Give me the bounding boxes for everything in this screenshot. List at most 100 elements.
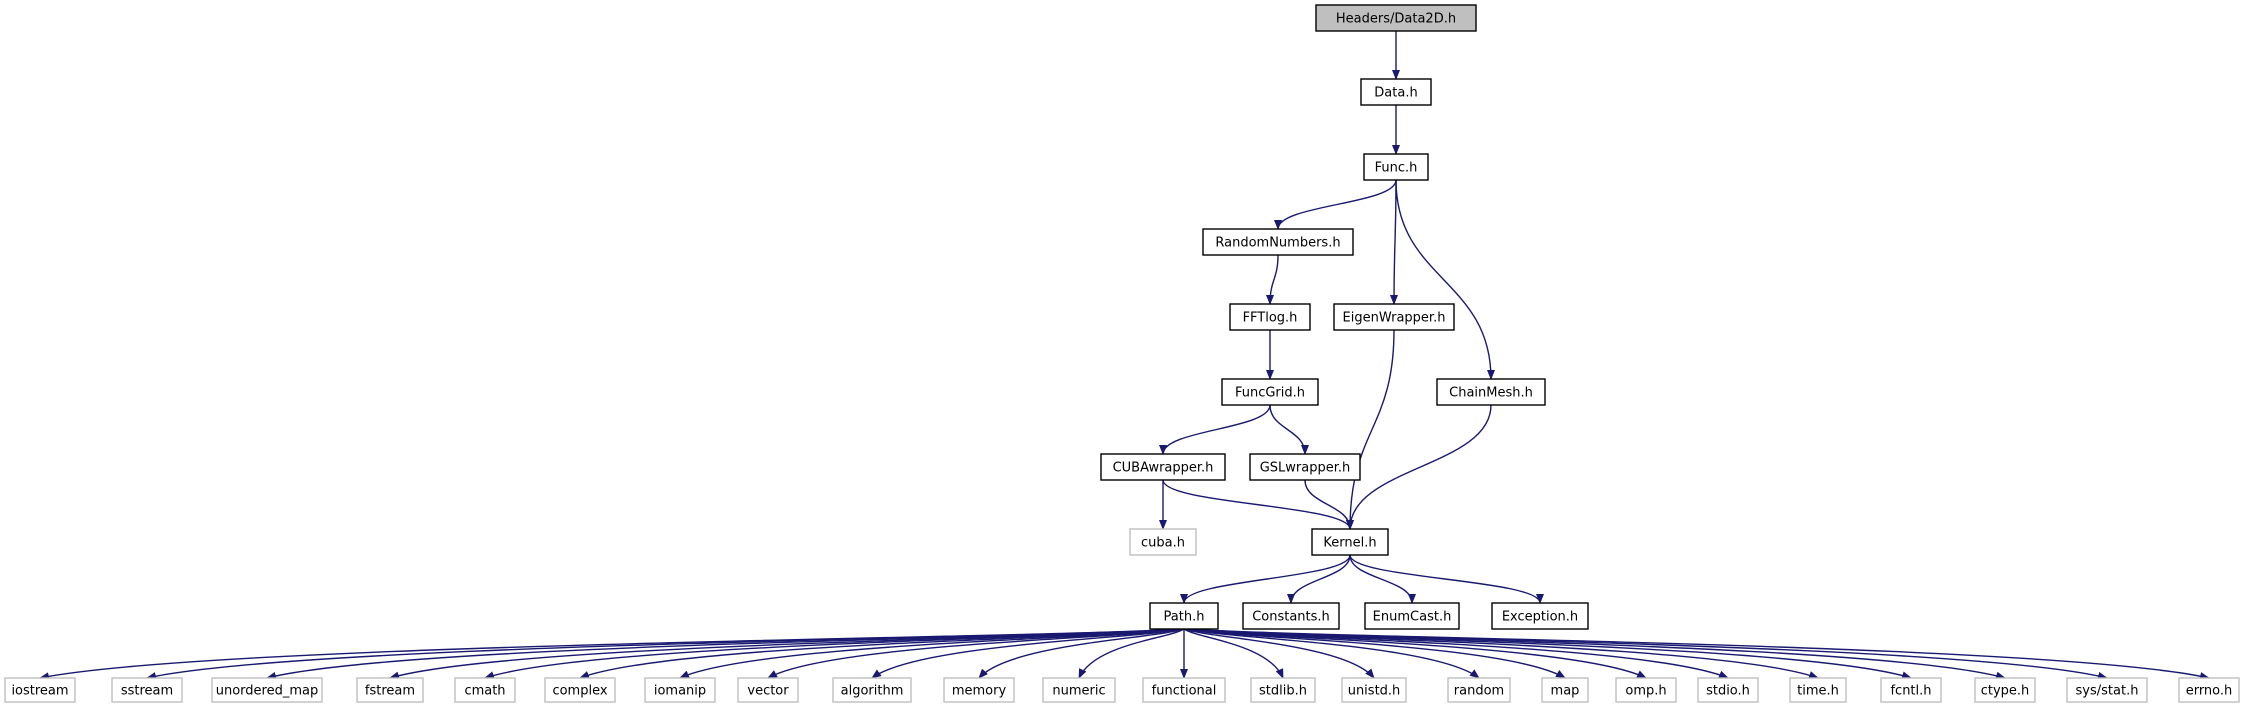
node-omp: omp.h bbox=[1615, 677, 1677, 703]
node-data2d[interactable]: Headers/Data2D.h bbox=[1315, 4, 1477, 32]
node-box-func bbox=[1363, 153, 1429, 181]
node-label-funcgrid: FuncGrid.h bbox=[1235, 386, 1305, 401]
node-box-gslwrapper bbox=[1249, 453, 1361, 481]
node-kernel[interactable]: Kernel.h bbox=[1311, 528, 1389, 556]
node-time: time.h bbox=[1789, 677, 1847, 703]
node-label-func: Func.h bbox=[1375, 161, 1418, 176]
node-cubawrapper[interactable]: CUBAwrapper.h bbox=[1100, 453, 1226, 481]
node-box-constants bbox=[1242, 602, 1340, 630]
node-iomanip: iomanip bbox=[644, 677, 716, 703]
node-box-numeric bbox=[1042, 677, 1116, 703]
node-iostream: iostream bbox=[4, 677, 76, 703]
edge-path-to-numeric bbox=[1078, 628, 1185, 679]
node-label-errno: errno.h bbox=[2186, 684, 2233, 699]
edge-funcgrid-to-cubawrapper bbox=[1159, 404, 1271, 455]
edge-func-to-randomnumbers bbox=[1274, 179, 1397, 230]
node-label-random: random bbox=[1454, 684, 1504, 699]
node-box-random bbox=[1447, 677, 1511, 703]
edge-kernel-to-constants bbox=[1287, 554, 1351, 604]
node-label-time: time.h bbox=[1797, 684, 1839, 699]
edge-func-to-eigenwrapper bbox=[1390, 179, 1399, 305]
node-gslwrapper[interactable]: GSLwrapper.h bbox=[1249, 453, 1361, 481]
node-functional: functional bbox=[1142, 677, 1226, 703]
node-random: random bbox=[1447, 677, 1511, 703]
node-label-algorithm: algorithm bbox=[841, 684, 904, 699]
node-unordered_map: unordered_map bbox=[211, 677, 323, 703]
node-unistd: unistd.h bbox=[1341, 677, 1407, 703]
node-box-complex bbox=[544, 677, 616, 703]
edge-kernel-to-path bbox=[1180, 554, 1351, 604]
node-exception[interactable]: Exception.h bbox=[1491, 602, 1589, 630]
edge-kernel-to-enumcast bbox=[1349, 554, 1416, 604]
node-label-gslwrapper: GSLwrapper.h bbox=[1260, 461, 1351, 476]
nodes-layer: Headers/Data2D.hData.hFunc.hRandomNumber… bbox=[4, 4, 2240, 703]
node-box-randomnumbers bbox=[1202, 228, 1354, 256]
node-label-sstream: sstream bbox=[121, 684, 173, 699]
node-box-funcgrid bbox=[1221, 378, 1319, 406]
node-algorithm: algorithm bbox=[832, 677, 912, 703]
node-box-unordered_map bbox=[211, 677, 323, 703]
node-box-unistd bbox=[1341, 677, 1407, 703]
edge-kernel-to-exception bbox=[1349, 554, 1544, 604]
node-label-vector: vector bbox=[747, 684, 789, 699]
edge-path-to-vector bbox=[767, 628, 1185, 679]
edge-cubawrapper-to-kernel bbox=[1162, 479, 1354, 530]
node-box-eigenwrapper bbox=[1333, 303, 1455, 331]
node-label-sysstat: sys/stat.h bbox=[2076, 684, 2139, 699]
node-box-time bbox=[1789, 677, 1847, 703]
node-box-chainmesh bbox=[1436, 378, 1546, 406]
node-label-unistd: unistd.h bbox=[1348, 684, 1401, 699]
node-label-numeric: numeric bbox=[1052, 684, 1105, 699]
node-box-stdio bbox=[1697, 677, 1759, 703]
node-randomnumbers[interactable]: RandomNumbers.h bbox=[1202, 228, 1354, 256]
node-label-complex: complex bbox=[552, 684, 607, 699]
node-path[interactable]: Path.h bbox=[1149, 602, 1219, 630]
node-label-omp: omp.h bbox=[1625, 684, 1666, 699]
node-label-fstream: fstream bbox=[365, 684, 415, 699]
node-stdlib: stdlib.h bbox=[1250, 677, 1316, 703]
node-label-iomanip: iomanip bbox=[654, 684, 706, 699]
node-box-memory bbox=[943, 677, 1015, 703]
node-label-cmath: cmath bbox=[464, 684, 505, 699]
node-funcgrid[interactable]: FuncGrid.h bbox=[1221, 378, 1319, 406]
node-box-iostream bbox=[4, 677, 76, 703]
edge-eigenwrapper-to-kernel bbox=[1346, 329, 1395, 530]
node-enumcast[interactable]: EnumCast.h bbox=[1364, 602, 1460, 630]
node-label-enumcast: EnumCast.h bbox=[1373, 610, 1452, 625]
node-label-data: Data.h bbox=[1374, 86, 1417, 101]
node-box-exception bbox=[1491, 602, 1589, 630]
node-label-constants: Constants.h bbox=[1252, 610, 1330, 625]
edge-path-to-memory bbox=[978, 628, 1185, 679]
node-constants[interactable]: Constants.h bbox=[1242, 602, 1340, 630]
edges-layer bbox=[39, 31, 2210, 681]
node-numeric: numeric bbox=[1042, 677, 1116, 703]
node-memory: memory bbox=[943, 677, 1015, 703]
node-box-data bbox=[1360, 78, 1432, 106]
node-chainmesh[interactable]: ChainMesh.h bbox=[1436, 378, 1546, 406]
edge-path-to-algorithm bbox=[871, 628, 1185, 679]
node-label-iostream: iostream bbox=[11, 684, 68, 699]
node-label-functional: functional bbox=[1152, 684, 1217, 699]
node-box-sstream bbox=[111, 677, 183, 703]
node-box-fftlog bbox=[1229, 303, 1311, 331]
node-errno: errno.h bbox=[2178, 677, 2240, 703]
edge-chainmesh-to-kernel bbox=[1346, 404, 1492, 530]
node-func[interactable]: Func.h bbox=[1363, 153, 1429, 181]
node-eigenwrapper[interactable]: EigenWrapper.h bbox=[1333, 303, 1455, 331]
node-label-path: Path.h bbox=[1164, 610, 1205, 625]
edge-path-to-unistd bbox=[1183, 628, 1375, 679]
node-box-enumcast bbox=[1364, 602, 1460, 630]
node-label-randomnumbers: RandomNumbers.h bbox=[1215, 236, 1340, 251]
node-box-data2d bbox=[1315, 4, 1477, 32]
edge-path-to-random bbox=[1183, 628, 1480, 679]
node-fftlog[interactable]: FFTlog.h bbox=[1229, 303, 1311, 331]
node-label-fcntl: fcntl.h bbox=[1890, 684, 1931, 699]
edge-path-to-stdlib bbox=[1183, 628, 1284, 679]
node-ctype: ctype.h bbox=[1974, 677, 2036, 703]
node-data[interactable]: Data.h bbox=[1360, 78, 1432, 106]
node-box-vector bbox=[737, 677, 799, 703]
node-complex: complex bbox=[544, 677, 616, 703]
node-box-algorithm bbox=[832, 677, 912, 703]
edge-path-to-errno bbox=[1183, 628, 2210, 680]
